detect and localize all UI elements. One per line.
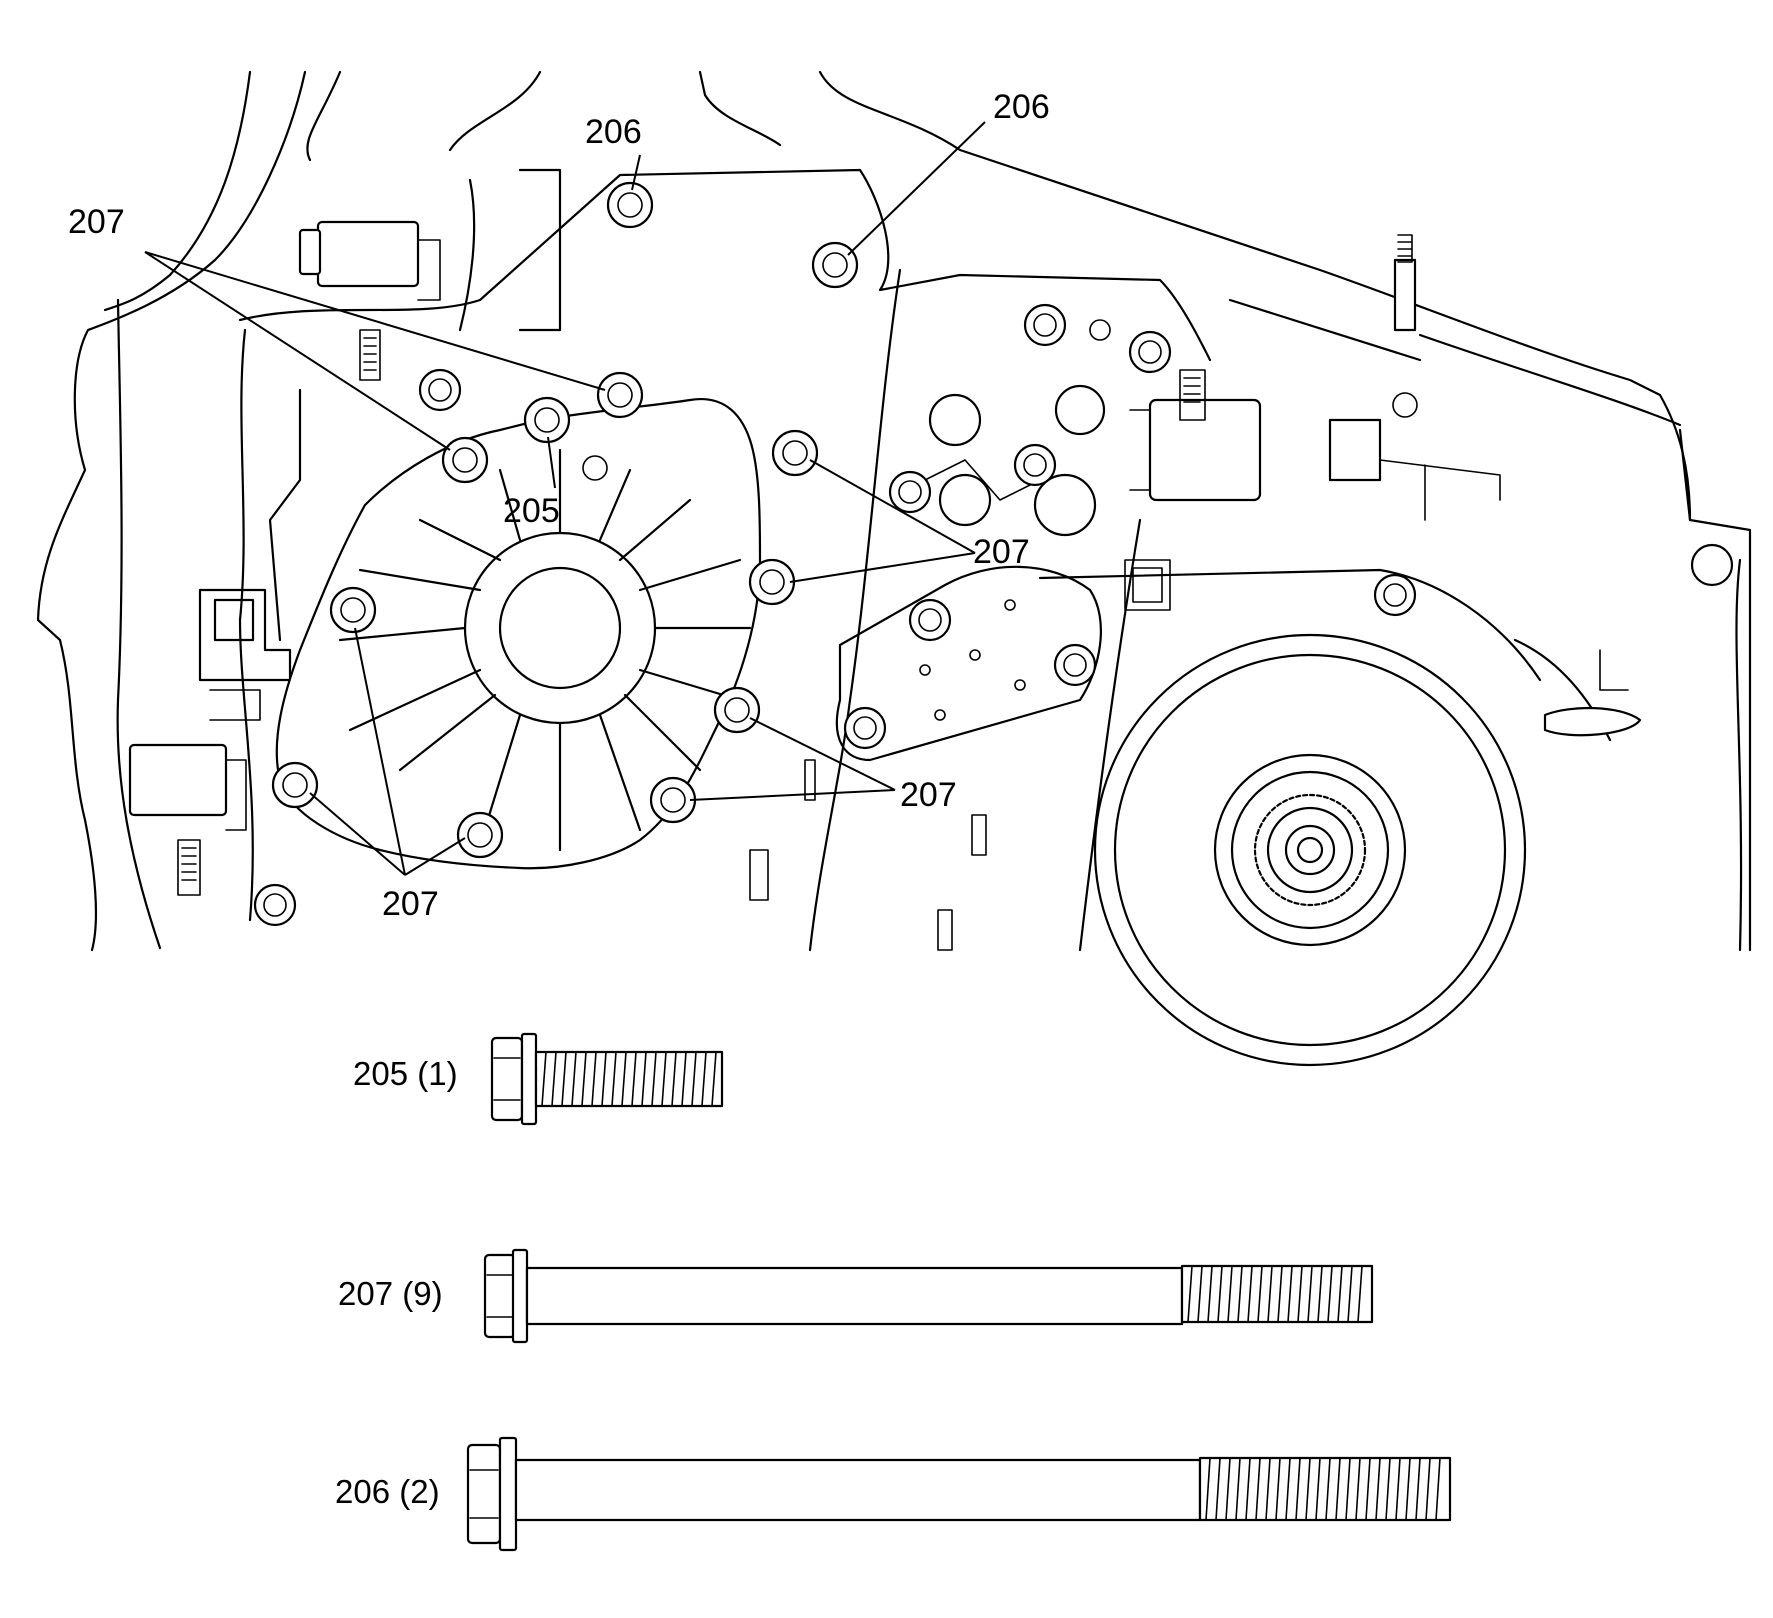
medium-flange-bolt-icon: [483, 1248, 1374, 1344]
callout-207-lower-right: 207: [900, 776, 957, 814]
legend-item-206: 206 (2): [335, 1436, 1452, 1552]
legend-item-205: 205 (1): [353, 1032, 724, 1126]
transmission-case-valve-body-icon: [36, 70, 1752, 1067]
case-bolt-heads: [253, 181, 1418, 927]
callout-205: 205: [503, 492, 560, 530]
callout-207-lower-left: 207: [382, 885, 439, 923]
short-flange-bolt-icon: [490, 1032, 724, 1126]
legend-label-206: 206 (2): [335, 1473, 440, 1510]
legend-label-207: 207 (9): [338, 1275, 443, 1312]
legend-item-207: 207 (9): [338, 1248, 1374, 1344]
callout-207-upper-left: 207: [68, 203, 125, 241]
leader-lines: [144, 121, 986, 876]
callout-206-upper: 206: [993, 88, 1050, 126]
callout-207-right: 207: [973, 533, 1030, 571]
long-flange-bolt-icon: [466, 1436, 1452, 1552]
legend-label-205: 205 (1): [353, 1055, 458, 1092]
callout-206-top: 206: [585, 113, 642, 151]
